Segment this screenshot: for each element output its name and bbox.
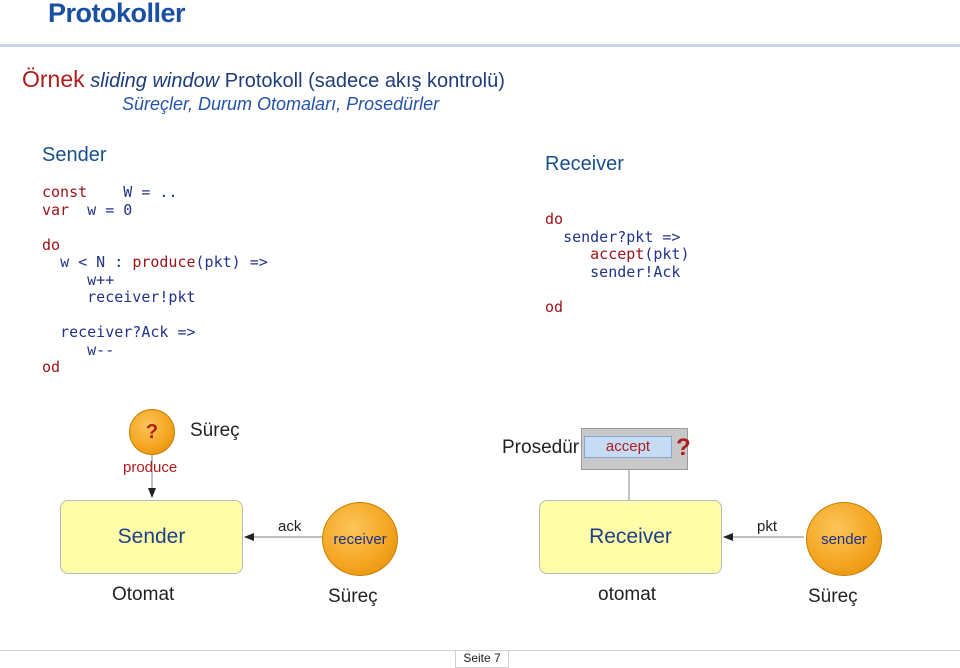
code-accept-args: (pkt) [644,245,690,263]
sender-automaton: Sender [60,500,243,574]
code-send-ack: sender!Ack [590,262,681,281]
example-subheading: Süreçler, Durum Otomaları, Prosedürler [122,94,440,114]
code-send: receiver!pkt [87,288,196,306]
page-title: Protokoller [48,0,186,28]
otomat-caption-1: Otomat [112,584,175,605]
example-heading: Örnek sliding window Protokoll (sadece a… [22,66,505,93]
sender-code: const W = .. var w = 0 do w < N : produc… [42,183,268,377]
kw-do: do [42,235,61,254]
code-w-var: w = 0 [87,200,133,219]
code-dec: w-- [87,340,115,359]
code-guard: w < N : [60,253,133,271]
ack-label: ack [278,518,302,535]
surec-caption-1: Süreç [328,586,378,607]
protocol-text: Protokoll (sadece akış kontrolü) [224,70,505,92]
accept-box: accept [584,436,672,458]
receiver-automaton: Receiver [539,500,722,574]
code-w-const: W = .. [123,183,178,201]
prosedur-label: Prosedür [502,437,580,458]
footer-divider [0,650,960,651]
pkt-label: pkt [757,518,778,535]
kw-do-r: do [545,210,564,228]
sliding-window-text: sliding window [90,70,220,92]
receiver-process-circle: receiver [322,502,398,576]
produce-label: produce [123,459,178,476]
otomat-caption-2: otomat [598,584,657,605]
code-inc: w++ [87,270,115,289]
receiver-heading: Receiver [545,153,624,175]
sender-process-circle: sender [806,502,882,576]
title-divider [0,44,960,47]
surec-caption-2: Süreç [808,586,858,607]
code-recv-ack: receiver?Ack => [60,323,196,341]
code-produce-args: (pkt) => [195,253,268,271]
surec-legend-label: Süreç [190,420,240,441]
kw-od: od [42,358,61,376]
page-number: Seite 7 [455,650,509,668]
procedure-question: ? [676,434,691,461]
sender-heading: Sender [42,144,107,166]
receiver-code: do sender?pkt => accept(pkt) sender!Ack … [545,210,690,316]
process-circle-legend: ? [129,409,175,455]
ornek-label: Örnek [22,66,85,92]
kw-var: var [42,200,70,219]
code-accept: accept [590,245,645,263]
code-recv-pkt: sender?pkt => [563,227,681,246]
kw-od-r: od [545,297,564,316]
code-produce: produce [132,253,196,271]
kw-const: const [42,183,88,201]
